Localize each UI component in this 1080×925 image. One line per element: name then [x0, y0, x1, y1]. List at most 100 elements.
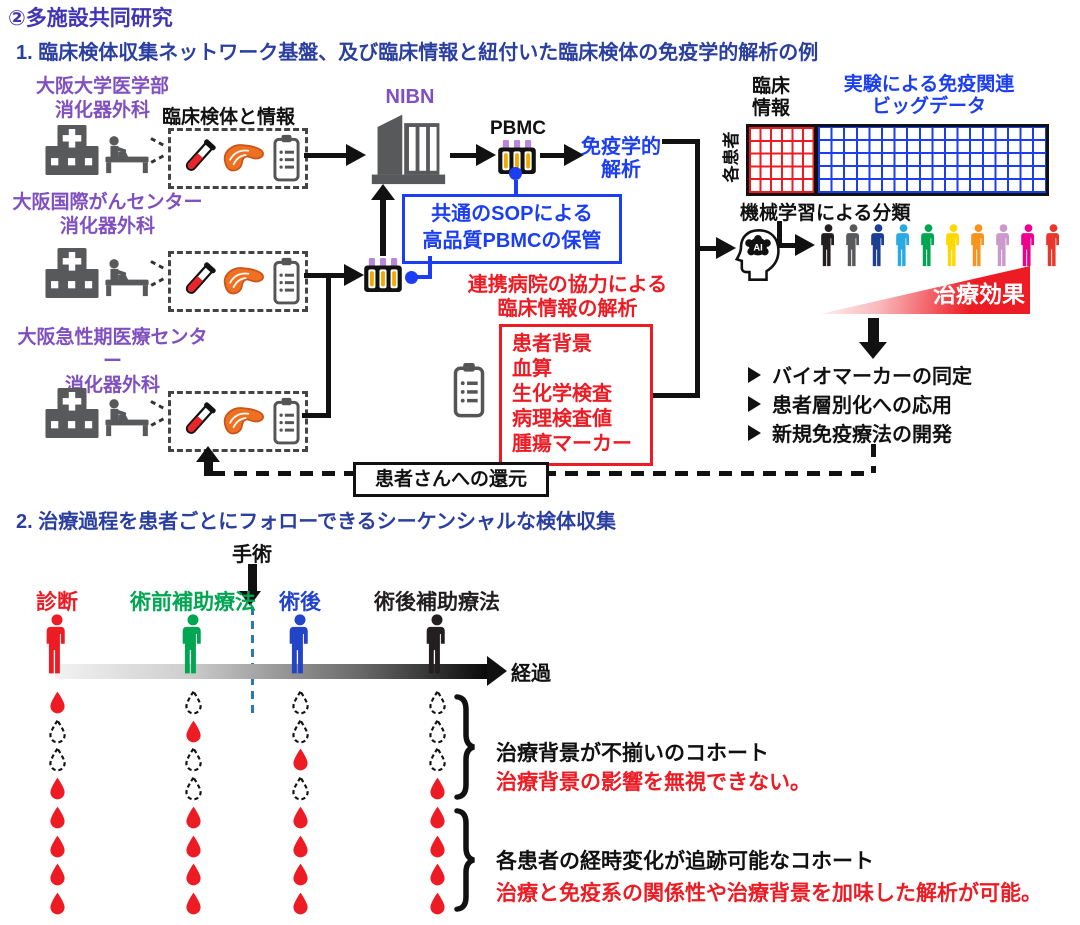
blood-drop-dashed — [183, 747, 204, 772]
blood-drop-solid — [183, 719, 204, 744]
hospital-dept: 消化器外科 — [54, 100, 150, 121]
arrow-head — [238, 591, 261, 606]
test-tube-icon — [179, 399, 217, 443]
connector-line — [302, 413, 331, 418]
main-title: ②多施設共同研究 — [8, 7, 173, 30]
time-axis — [55, 664, 487, 679]
outcome-item: 新規免疫療法の開発 — [748, 418, 972, 447]
patient-bed-icon — [104, 397, 150, 438]
blood-drop-solid — [290, 891, 311, 916]
arrow-line — [868, 318, 879, 342]
cohort1-label: 治療背景が不揃いのコホート — [496, 742, 769, 765]
classified-patient-icon — [1043, 224, 1064, 268]
pancreas-icon — [219, 139, 269, 179]
test-tube-icon — [179, 259, 217, 303]
arrow-head — [716, 237, 736, 259]
blood-drop-solid — [47, 862, 68, 887]
specimen-rack-icon — [364, 258, 402, 292]
blood-drop-solid — [183, 891, 204, 916]
cohort2-brace — [452, 808, 478, 912]
classified-patient-icon — [893, 224, 914, 268]
arrow-line — [700, 246, 716, 251]
sop-box: 共通のSOPによる 高品質PBMCの保管 — [402, 194, 622, 264]
hospital-name: 大阪大学医学部 — [35, 76, 169, 97]
stage-label: 診断 — [36, 591, 78, 614]
clinical-item: 病理検査値 — [512, 408, 612, 430]
hospital-group-2: 大阪国際がんセンター 消化器外科 — [0, 191, 320, 312]
classified-patient-icon — [918, 224, 939, 268]
connector-line — [641, 393, 698, 398]
hospital-name: 大阪急性期医療センター — [17, 327, 208, 372]
classified-patient-icon — [1018, 224, 1039, 268]
arrow-head — [859, 342, 887, 359]
blood-drop-solid — [290, 747, 311, 772]
stage-label: 術後 — [279, 591, 321, 614]
test-tube-icon — [179, 136, 217, 180]
connector-line — [428, 256, 432, 277]
callout-line — [150, 260, 167, 271]
surgery-dashed-line — [251, 607, 254, 713]
pbmc-label: PBMC — [490, 118, 546, 139]
blood-drop-solid — [427, 862, 448, 887]
cohort2-note: 治療と免疫系の関係性や治療背景を加味した解析が可能。 — [496, 882, 1042, 905]
arrowhead-bullet-icon — [748, 366, 761, 383]
blood-drop-solid — [47, 834, 68, 859]
return-dashed-line — [543, 471, 873, 476]
immuno-analysis-label: 免疫学的 — [581, 136, 661, 158]
outcome-text: 患者層別化への応用 — [772, 395, 952, 417]
hospital-dept: 消化器外科 — [59, 216, 155, 237]
connector-line — [695, 139, 700, 398]
nibn-building-icon — [368, 106, 448, 186]
connector-line — [662, 139, 697, 144]
callout-line — [150, 416, 167, 427]
pancreas-icon — [219, 402, 269, 442]
arrow-head — [344, 264, 364, 286]
bigdata-line2: ビッグデータ — [871, 96, 986, 117]
connector-line — [513, 180, 518, 196]
specimen-box — [168, 128, 308, 189]
clinical-item: 血算 — [512, 358, 552, 380]
blood-drop-dashed — [427, 747, 448, 772]
blood-drop-dashed — [290, 690, 311, 715]
hospital-group-3: 大阪急性期医療センター 消化器外科 — [0, 326, 320, 452]
outcome-item: 患者層別化への応用 — [748, 389, 972, 418]
arrow-line — [304, 273, 344, 278]
blood-drop-dashed — [290, 719, 311, 744]
hospital-name: 大阪国際がんセンター — [12, 192, 203, 213]
callout-line — [150, 276, 167, 287]
classified-patient-icon — [818, 224, 839, 268]
each-patient-label: 各患者 — [722, 131, 741, 183]
cohort1-brace — [452, 694, 478, 800]
blood-drop-dashed — [47, 747, 68, 772]
classified-patient-icon — [993, 224, 1014, 268]
arrow-line — [204, 461, 213, 476]
sop-line1: 共通のSOPによる — [431, 203, 593, 225]
nibn-label: NIBN — [385, 86, 435, 108]
timeline-area: 診断 術前補助療法 術後 術後補助療法 — [0, 586, 540, 925]
arrow-head — [371, 184, 395, 200]
arrow-line — [540, 153, 564, 158]
arrow-head — [564, 144, 584, 166]
classified-patient-icon — [843, 224, 864, 268]
classified-patients-row — [818, 224, 1064, 268]
connector-line — [777, 243, 795, 248]
blood-drop-solid — [47, 891, 68, 916]
arrow-line — [304, 153, 346, 158]
cohort1-note: 治療背景の影響を無視できない。 — [496, 771, 811, 794]
hospital-group-1: 大阪大学医学部 消化器外科 — [0, 75, 320, 189]
hospital-icon — [40, 125, 104, 175]
hospital-icon — [40, 248, 104, 298]
blood-drop-solid — [47, 690, 68, 715]
coop-label-line2: 臨床情報の解析 — [497, 298, 638, 320]
blood-drop-solid — [290, 805, 311, 830]
blood-drop-dashed — [290, 776, 311, 801]
stage-label: 術前補助療法 — [130, 591, 256, 614]
classified-patient-icon — [868, 224, 889, 268]
return-box: 患者さんへの還元 — [353, 462, 549, 497]
outcome-text: 新規免疫療法の開発 — [772, 424, 952, 446]
clinical-info-line2: 情報 — [751, 98, 790, 119]
specimen-box — [168, 391, 308, 452]
arrow-line — [450, 153, 476, 158]
clinical-items-box: 患者背景血算生化学検査病理検査値腫瘍マーカー — [499, 324, 653, 466]
